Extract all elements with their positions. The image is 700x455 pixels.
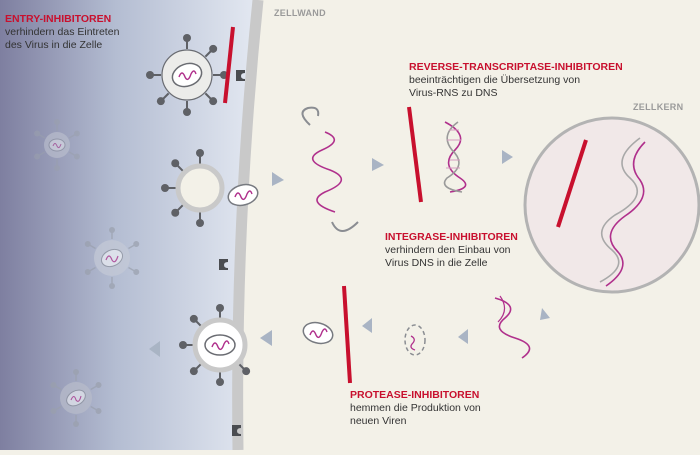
cell-nucleus: [523, 116, 700, 294]
protease-inhibitor-desc-line1: hemmen die Produktion von: [350, 402, 481, 414]
entry-inhibitor-title: ENTRY-INHIBITOREN: [5, 13, 112, 25]
entry-inhibitor-bar: [223, 26, 235, 104]
arrow-left-icon: [458, 329, 468, 344]
rna-release: [301, 106, 359, 232]
inhibitor-bars: [223, 26, 588, 384]
integrase-inhibitor-title: INTEGRASE-INHIBITOREN: [385, 231, 518, 243]
virus-budding: [178, 303, 253, 387]
arrow-left-icon: [260, 330, 272, 346]
virus-docking: [145, 33, 229, 117]
immature-capsid: [302, 321, 334, 345]
rt-inhibitor-annotation: REVERSE-TRANSCRIPTASE-INHIBITOREN beeint…: [409, 61, 623, 100]
integrated-dna: [599, 137, 646, 287]
integrase-inhibitor-desc-line1: verhindern den Einbau von: [385, 244, 511, 256]
arrow-right-icon: [502, 150, 513, 164]
rt-inhibitor-title: REVERSE-TRANSCRIPTASE-INHIBITOREN: [409, 61, 623, 73]
nucleus-label: ZELLKERN: [633, 102, 684, 112]
arrow-left-icon: [362, 318, 372, 333]
dna-helix: [443, 121, 467, 193]
virus-extracellular: [32, 118, 82, 172]
rt-inhibitor-desc-line1: beeinträchtigen die Übersetzung von: [409, 74, 581, 86]
viral-rna: [494, 295, 531, 359]
protease-inhibitor-desc-line2: neuen Viren: [350, 415, 407, 427]
arrow-right-icon: [372, 158, 384, 171]
extracellular-space: [0, 0, 258, 450]
flow-arrows: [149, 150, 550, 357]
entry-inhibitor-desc-line2: des Virus in die Zelle: [5, 39, 103, 51]
reverse-transcriptase-inhibitor-bar: [407, 106, 423, 203]
protease-inhibitor-annotation: PROTEASE-INHIBITOREN hemmen die Produkti…: [350, 389, 481, 428]
arrow-down-left-icon: [540, 308, 550, 320]
integrase-inhibitor-desc-line2: Virus DNS in die Zelle: [385, 257, 488, 269]
assembling-capsid: [404, 324, 426, 356]
rt-inhibitor-desc-line2: Virus-RNS zu DNS: [409, 87, 498, 99]
entry-inhibitor-annotation: ENTRY-INHIBITOREN verhindern das Eintret…: [5, 13, 119, 52]
integrase-inhibitor-annotation: INTEGRASE-INHIBITOREN verhindern den Ein…: [385, 231, 518, 270]
protease-inhibitor-bar: [342, 285, 352, 384]
viral-capsid: [227, 183, 259, 207]
cell-wall-label: ZELLWAND: [274, 8, 326, 18]
protease-inhibitor-title: PROTEASE-INHIBITOREN: [350, 389, 480, 401]
cell-wall: [232, 0, 264, 451]
entry-inhibitor-desc-line1: verhindern das Eintreten: [5, 26, 120, 38]
integrase-inhibitor-bar: [556, 139, 588, 228]
arrow-right-icon: [272, 172, 284, 186]
virus-extracellular: [48, 368, 104, 428]
virus-extracellular: [82, 226, 142, 290]
virus-fusing: [160, 148, 225, 228]
arrow-left-icon: [149, 341, 160, 357]
